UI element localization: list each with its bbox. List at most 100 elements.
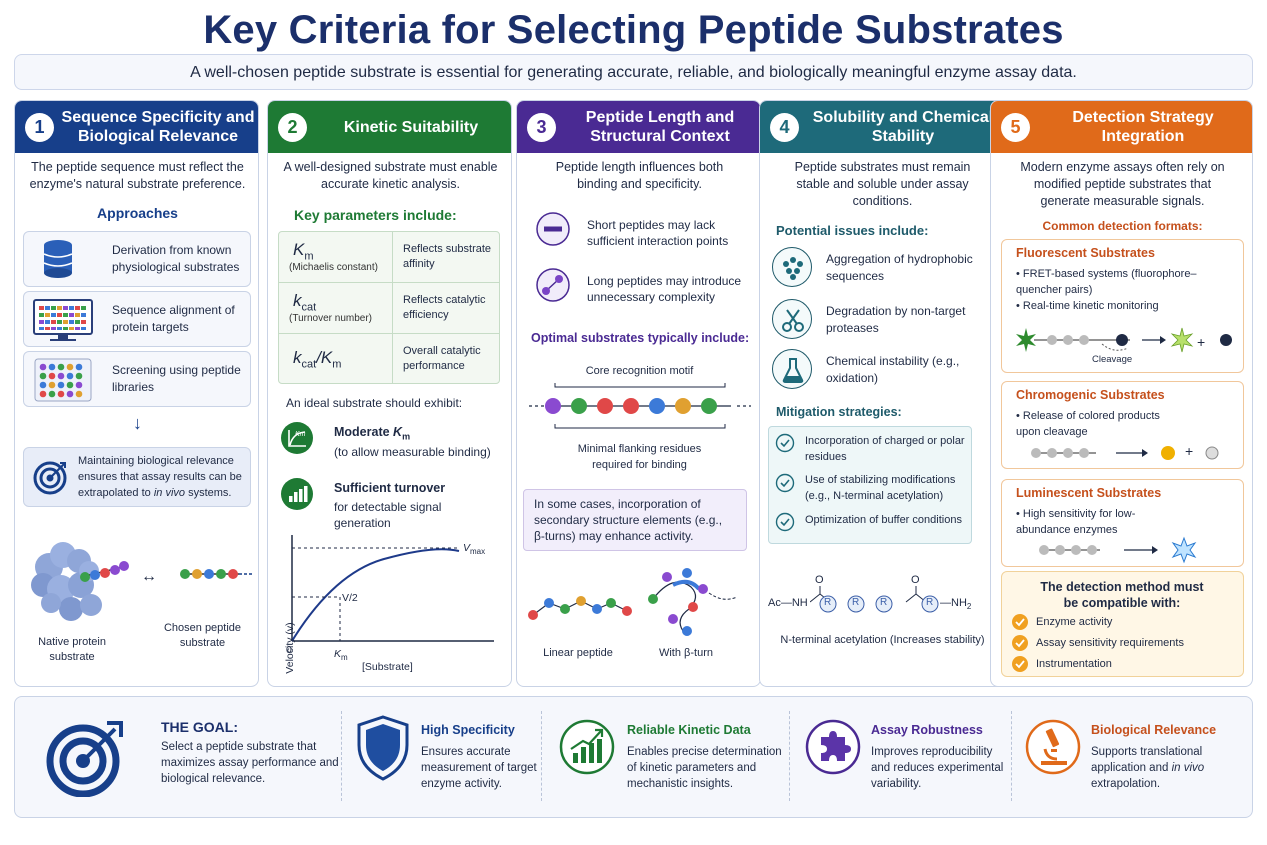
linear-peptide-label: Linear peptide — [543, 647, 613, 659]
length-item-label: Short peptides may lack sufficient inter… — [587, 218, 729, 248]
format-title: Luminescent Substrates — [1016, 486, 1162, 500]
column-intro: Peptide substrates must remain stable an… — [794, 160, 971, 208]
column-header: 1 Sequence Specificity and Biological Re… — [15, 101, 258, 153]
plus-sign: + — [1185, 443, 1194, 459]
check-icon — [775, 433, 795, 453]
chem-backbone — [810, 586, 939, 613]
column-solubility-stability: 4 Solubility and Chemical Stability Pept… — [759, 100, 1004, 687]
param-symbol: Km — [293, 240, 314, 263]
step-number: 4 — [770, 113, 799, 142]
acetylation-caption: N-terminal acetylation (Increases stabil… — [780, 634, 985, 646]
goal-item-title: Reliable Kinetic Data — [627, 723, 751, 737]
ideal-heading: An ideal substrate should exhibit: — [286, 396, 463, 410]
chromogenic-box: Chromogenic Substrates • Release of colo… — [1001, 381, 1244, 469]
compat-item: Assay sensitivity requirements — [1036, 637, 1184, 649]
issue-label: Aggregation of hydrophobic sequences — [826, 252, 973, 283]
secondary-structure-note: In some cases, incorporation of secondar… — [523, 489, 747, 551]
column-header: 5 Detection Strategy Integration — [991, 101, 1252, 153]
check-circle-icon — [1012, 614, 1028, 630]
native-protein-label: Native protein substrate — [38, 636, 106, 663]
native-vs-peptide-illustration: ↔ — [31, 542, 253, 621]
formats-heading: Common detection formats: — [1042, 219, 1203, 233]
origin-label: 0 — [286, 644, 292, 656]
svg-text:↔: ↔ — [141, 568, 157, 585]
native-protein-icon — [31, 542, 102, 621]
puzzle-icon — [805, 719, 861, 775]
page-title: Key Criteria for Selecting Peptide Subst… — [203, 8, 1064, 52]
column-detection-strategy: 5 Detection Strategy Integration Modern … — [990, 100, 1253, 687]
chem-carbonyl-o: O — [815, 574, 824, 586]
vmax-label: Vmax — [463, 542, 486, 557]
arrow-down-icon: ↓ — [133, 413, 142, 433]
chem-right: —NH2 — [940, 597, 972, 612]
relevance-text: Maintaining biological relevance ensures… — [78, 455, 242, 499]
goal-item-title: High Specificity — [421, 723, 515, 737]
mitigation-label: Optimization of buffer conditions — [805, 514, 962, 526]
fluorescent-box: Fluorescent Substrates • FRET-based syst… — [1001, 239, 1244, 373]
chem-carbonyl-o: O — [911, 574, 920, 586]
step-number: 3 — [527, 113, 556, 142]
microscope-icon — [1025, 719, 1081, 775]
kinetic-parameters-table: Km (Michaelis constant) Reflects substra… — [278, 231, 500, 384]
approach-item: Derivation from known physiological subs… — [23, 231, 251, 287]
svg-text:Km: Km — [295, 431, 306, 438]
table-row: kcat/Km Overall catalytic performance — [279, 334, 499, 385]
target-icon — [33, 461, 67, 495]
column-intro: Modern enzyme assays often rely on modif… — [1020, 160, 1225, 208]
residue-r: R — [852, 597, 860, 608]
relevance-note: Maintaining biological relevance ensures… — [23, 447, 251, 507]
column-sequence-specificity: 1 Sequence Specificity and Biological Re… — [14, 100, 259, 687]
approach-label: Screening using peptide libraries — [112, 363, 241, 394]
check-circle-icon — [1012, 635, 1028, 651]
goal-item-text: Ensures accurate measurement of target e… — [421, 746, 537, 790]
column-title: Kinetic Suitability — [343, 118, 479, 136]
check-icon — [775, 512, 795, 532]
molecule-icon — [536, 268, 570, 302]
column-title: Sequence Specificity and Biological Rele… — [61, 109, 255, 145]
residue-r: R — [926, 597, 934, 608]
growth-chart-icon — [559, 719, 615, 775]
mitigation-label: Use of stabilizing modifications (e.g., … — [805, 474, 956, 502]
format-title: Chromogenic Substrates — [1016, 388, 1165, 402]
param-desc: Reflects substrate affinity — [403, 243, 492, 270]
goal-item-text: Improves reproducibility and reduces exp… — [871, 746, 1004, 790]
column-intro: Peptide length influences both binding a… — [555, 160, 724, 191]
monitor-alignment-icon — [33, 299, 93, 341]
beta-turn-label: With β-turn — [658, 647, 713, 659]
shield-icon — [357, 715, 409, 781]
goal-item-title: Assay Robustness — [871, 723, 983, 737]
database-icon — [43, 240, 73, 278]
approach-item: Sequence alignment of protein targets — [23, 291, 251, 347]
residue-r: R — [880, 597, 888, 608]
format-bullet: • FRET-based systems (fluorophore–quench… — [1016, 268, 1197, 296]
residue-r: R — [824, 597, 832, 608]
half-vmax-label: V/2 — [342, 592, 358, 604]
issues-heading: Potential issues include: — [776, 223, 929, 238]
chem-left: Ac—NH — [768, 597, 808, 609]
check-icon — [775, 473, 795, 493]
column-title: Detection Strategy Integration — [1072, 109, 1214, 145]
bar-chart-icon — [281, 478, 313, 510]
goal-heading: THE GOAL: — [161, 719, 238, 735]
param-name: (Turnover number) — [289, 313, 372, 324]
target-icon — [46, 721, 123, 797]
param-symbol: kcat — [293, 291, 317, 314]
step-number: 1 — [25, 113, 54, 142]
flask-icon — [772, 349, 812, 389]
compat-item: Instrumentation — [1036, 658, 1112, 670]
column-header: 3 Peptide Length and Structural Context — [517, 101, 760, 153]
approach-item: Screening using peptide libraries — [23, 351, 251, 407]
compatibility-box: The detection method must be compatible … — [1001, 571, 1244, 677]
param-desc: Reflects catalytic efficiency — [403, 294, 486, 321]
column-peptide-length: 3 Peptide Length and Structural Context … — [516, 100, 761, 687]
column-header: 4 Solubility and Chemical Stability — [760, 101, 1003, 153]
column-title: Solubility and Chemical Stability — [812, 109, 994, 145]
table-row: Km (Michaelis constant) Reflects substra… — [279, 232, 499, 283]
x-axis-label: [Substrate] — [362, 661, 413, 673]
optimal-peptide-diagram — [529, 383, 751, 429]
column-intro: A well-designed substrate must enable ac… — [283, 160, 498, 191]
step-number: 2 — [278, 113, 307, 142]
issue-label: Chemical instability (e.g., oxidation) — [826, 354, 960, 385]
param-desc: Overall catalytic performance — [403, 345, 481, 372]
approaches-heading: Approaches — [97, 205, 178, 221]
